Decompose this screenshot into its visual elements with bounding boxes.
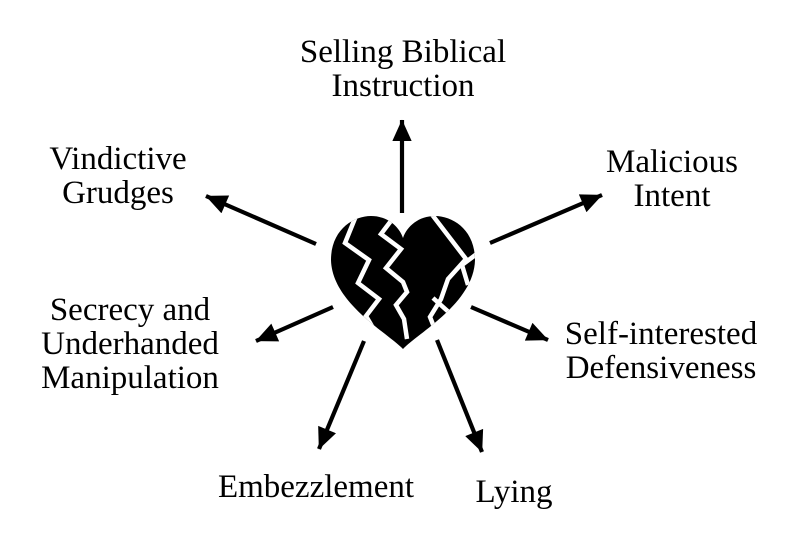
label-embezzlement: Embezzlement <box>218 470 414 504</box>
arrow-to-secrecy-underhanded-manipulation <box>255 305 334 343</box>
label-line: Embezzlement <box>217 469 415 505</box>
label-lying: Lying <box>475 475 552 509</box>
label-line: Grudges <box>62 175 174 211</box>
label-line: Secrecy and <box>49 292 211 328</box>
broken-heart-icon <box>331 216 475 349</box>
arrow-to-lying <box>435 339 484 453</box>
arrow-to-self-interested-defensiveness <box>470 305 549 342</box>
label-self-interested-defensiveness: Self-interested Defensiveness <box>565 317 757 385</box>
label-line: Intent <box>633 178 711 214</box>
label-vindictive-grudges: Vindictive Grudges <box>49 142 186 210</box>
arrow-to-embezzlement <box>317 340 366 450</box>
label-line: Selling Biblical <box>299 34 507 70</box>
label-line: Vindictive <box>49 141 187 177</box>
label-line: Instruction <box>331 68 475 104</box>
label-line: Malicious <box>606 144 738 180</box>
arrow-to-malicious-intent <box>489 193 603 245</box>
label-malicious-intent: Malicious Intent <box>606 145 738 213</box>
label-line: Lying <box>475 474 553 510</box>
label-line: Underhanded <box>41 326 219 362</box>
label-secrecy-underhanded-manipulation: Secrecy and Underhanded Manipulation <box>41 293 219 395</box>
label-line: Manipulation <box>41 360 219 396</box>
label-selling-biblical-instruction: Selling Biblical Instruction <box>300 35 506 103</box>
label-line: Self-interested <box>564 316 758 352</box>
arrow-to-vindictive-grudges <box>205 194 317 246</box>
label-line: Defensiveness <box>565 350 757 386</box>
